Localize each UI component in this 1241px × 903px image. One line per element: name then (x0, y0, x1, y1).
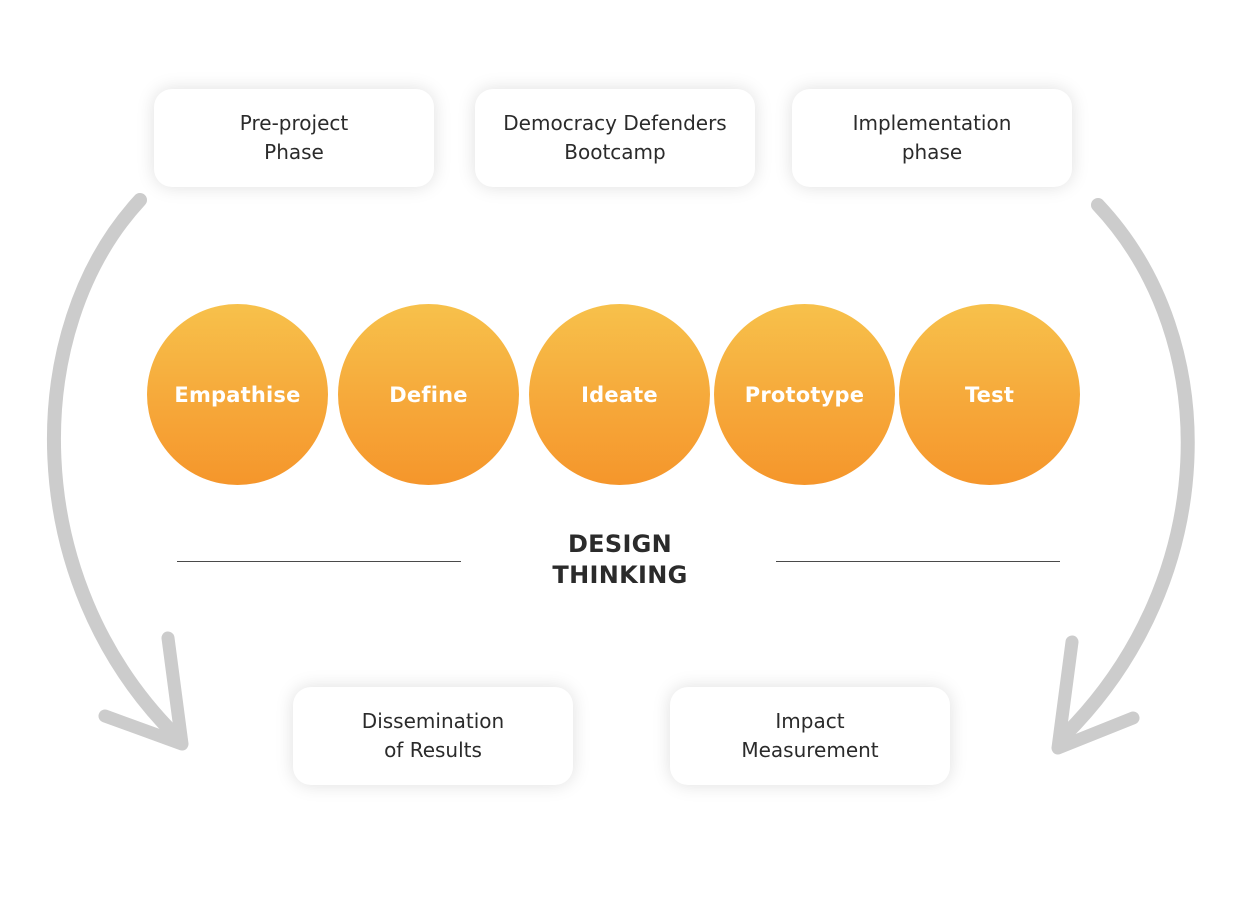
title-line: THINKING (552, 561, 688, 589)
phase-box-implementation: Implementation phase (792, 89, 1072, 187)
phase-box-pre-project: Pre-project Phase (154, 89, 434, 187)
right-curved-arrow-icon (1058, 198, 1195, 742)
phase-box-line: Bootcamp (564, 140, 666, 164)
step-label: Define (389, 382, 468, 407)
left-arrowhead-icon (98, 631, 189, 751)
phase-box-line: Dissemination (361, 709, 505, 733)
right-arrowhead-icon (1051, 635, 1140, 755)
phase-box-line: Pre-project (239, 111, 349, 135)
step-circle-prototype: Prototype (714, 304, 895, 485)
phase-box-line: Measurement (741, 738, 879, 762)
design-thinking-title: DESIGN THINKING (520, 529, 720, 591)
divider-right (776, 561, 1060, 562)
phase-box-bootcamp: Democracy Defenders Bootcamp (475, 89, 755, 187)
title-line: DESIGN (567, 530, 673, 558)
divider-left (177, 561, 461, 562)
step-label: Test (964, 382, 1015, 407)
phase-box-line: phase (901, 140, 963, 164)
left-curved-arrow-icon (46, 193, 182, 742)
phase-box-line: Phase (264, 140, 324, 164)
step-circle-test: Test (899, 304, 1080, 485)
step-label: Empathise (174, 382, 301, 407)
step-circle-ideate: Ideate (529, 304, 710, 485)
step-label: Ideate (581, 382, 658, 407)
phase-box-line: Implementation (852, 111, 1012, 135)
phase-box-line: Democracy Defenders (503, 111, 727, 135)
phase-box-line: of Results (384, 738, 482, 762)
step-label: Prototype (744, 382, 865, 407)
phase-box-impact: Impact Measurement (670, 687, 950, 785)
step-circle-define: Define (338, 304, 519, 485)
phase-box-line: Impact (775, 709, 845, 733)
phase-box-dissemination: Dissemination of Results (293, 687, 573, 785)
step-circle-empathise: Empathise (147, 304, 328, 485)
